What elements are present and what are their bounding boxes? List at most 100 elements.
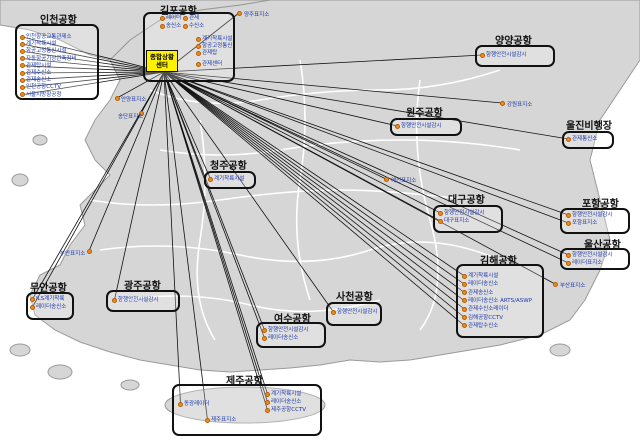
box-cheongju	[204, 171, 256, 189]
station-yecheon: 예천표지소	[391, 178, 417, 184]
item-label: 관제수신소	[26, 70, 52, 76]
station-anyang: 안양표지소	[121, 97, 147, 103]
item-dot	[183, 23, 188, 29]
item-label: 제주표지소	[211, 417, 237, 423]
box-uljin	[562, 131, 614, 149]
item-label: 항행안전시설감시	[572, 252, 613, 258]
item-dot	[196, 43, 201, 49]
connection-gimhae-0	[163, 71, 465, 277]
item-label: 관제송신소	[468, 289, 494, 296]
connection-pohang-1	[163, 71, 569, 224]
connection-sacheon-0	[163, 71, 334, 313]
item-label: 관제탑수신소	[468, 322, 499, 329]
item-label: 레이더표지소	[572, 260, 603, 266]
north-region	[0, 0, 271, 61]
connection-incheon-7	[22, 71, 165, 88]
item-label: 항행안전시설감시	[118, 297, 159, 303]
connection-station-buan	[88, 71, 165, 252]
title-jeju: 제주공항	[226, 376, 263, 387]
item-dot	[265, 407, 270, 413]
item-dot	[265, 391, 270, 397]
item-label: 관제송신소	[26, 77, 52, 84]
item-dot	[205, 417, 210, 423]
connection-yeosu-0	[163, 71, 265, 331]
connection-incheon-5	[22, 71, 165, 74]
item-label: 관제수신소레이더	[468, 306, 509, 313]
mainland-outline	[29, 0, 640, 373]
connection-station-busan	[163, 71, 556, 285]
item-label: 계기착륙시설	[214, 176, 245, 182]
title-incheon: 인천공항	[40, 15, 77, 26]
dot-songdan	[139, 111, 144, 116]
title-muan: 무안공항	[30, 283, 67, 294]
item-dot	[438, 218, 443, 224]
item-dot	[196, 50, 201, 56]
connection-incheon-1	[22, 43, 165, 73]
item-label: 자동항공기상관측장비	[26, 55, 77, 62]
item-label: 레이더송신소 ARTS/ASWP	[468, 297, 533, 304]
item-label: 인천항공교통관제소	[26, 34, 72, 40]
item-label: 계기착륙시설	[271, 391, 302, 397]
item-dot	[462, 323, 467, 329]
box-ulsan	[560, 248, 630, 270]
box-muan	[26, 292, 74, 320]
connection-station-songdan	[140, 71, 165, 114]
item-label: 관제탑시설	[26, 62, 52, 69]
box-pohang	[560, 208, 630, 234]
item-dot	[30, 304, 35, 310]
box-daegu	[433, 205, 503, 233]
connection-cheongju-0	[163, 71, 211, 180]
island-3	[120, 379, 140, 391]
item-dot	[462, 298, 467, 304]
item-dot	[20, 56, 25, 62]
connection-gimhae-2	[163, 71, 465, 293]
item-dot	[566, 212, 571, 218]
item-label: 항공고정통신	[202, 43, 233, 49]
island-5	[32, 134, 48, 146]
connection-gimhae-1	[163, 71, 465, 285]
title-daegu: 대구공항	[448, 195, 485, 206]
box-yangyang	[475, 45, 555, 67]
title-uljin: 울진비행장	[566, 121, 612, 132]
item-dot	[462, 315, 467, 320]
title-yeosu: 여수공항	[274, 314, 311, 325]
item-label: 관제센터	[202, 61, 223, 67]
item-dot	[566, 220, 571, 226]
item-label: 계기착륙시설	[26, 41, 57, 48]
item-dot	[20, 63, 25, 69]
connection-muan-0	[32, 71, 165, 300]
item-dot	[480, 52, 485, 58]
item-dot	[566, 260, 571, 266]
connection-incheon-6	[22, 71, 165, 81]
connection-lines	[22, 12, 569, 421]
dot-gangwon	[500, 101, 505, 106]
item-dot	[160, 23, 165, 29]
box-wonju	[390, 118, 462, 136]
item-label: 제주공항CCTV	[271, 407, 307, 413]
item-dot	[20, 70, 25, 76]
item-dot	[331, 309, 336, 315]
item-dot	[566, 136, 571, 142]
connection-station-yecheon	[163, 71, 387, 180]
title-gimhae: 김해공항	[480, 256, 517, 267]
connection-uljin-0	[163, 71, 569, 140]
item-label: 레이더송신소	[36, 304, 67, 310]
island-4	[11, 173, 29, 187]
title-pohang: 포항공항	[582, 199, 619, 210]
connection-gimhae-4	[163, 71, 465, 310]
item-label: 레이더송신소	[468, 281, 499, 288]
dot-anyang	[115, 96, 120, 101]
island-2	[47, 364, 73, 380]
connection-jeju-0	[163, 71, 181, 405]
item-label: 레이더송신소	[268, 335, 299, 341]
box-jeju	[172, 384, 322, 436]
korea-map	[0, 0, 640, 424]
item-label: 김해공항CCTV	[468, 314, 504, 321]
dot-yecheon	[384, 177, 389, 182]
item-label: 대구표지소	[444, 218, 470, 224]
connection-incheon-8	[22, 71, 165, 95]
station-buan: 부안표지소	[60, 251, 86, 257]
station-songdan: 송단표지소	[118, 114, 144, 120]
item-label: 관제	[189, 15, 200, 21]
